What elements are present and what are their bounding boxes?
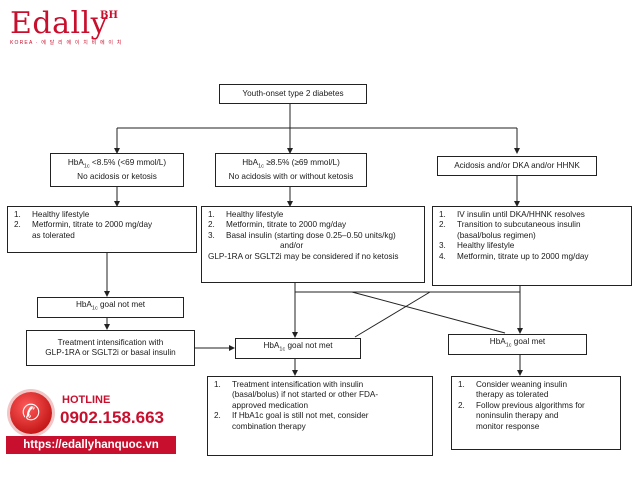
hotline-number[interactable]: 0902.158.663 <box>60 408 164 427</box>
intens-line1: Treatment intensification with <box>57 337 164 347</box>
mid-step-3: 3.Basal insulin (starting dose 0.25–0.50… <box>208 230 396 240</box>
acidosis-label: Acidosis and/or DKA and/or HHNK <box>454 160 580 170</box>
hotline-badge[interactable]: ✆ HOTLINE 0902.158.663 <box>10 392 190 448</box>
intens-line2: GLP-1RA or SGLT2i or basal insulin <box>45 348 176 357</box>
brand-sup: BH <box>100 10 118 21</box>
bottom-mid-step-2: 2.If HbA1c goal is still not met, consid… <box>214 411 369 431</box>
right-steps: 1.IV insulin until DKA/HHNK resolves 2.T… <box>433 207 631 265</box>
mid-steps: 1.Healthy lifestyle 2.Metformin, titrate… <box>202 207 424 244</box>
mid-step-1: 1.Healthy lifestyle <box>208 210 284 219</box>
bottom-mid-steps: 1.Treatment intensification with insulin… <box>208 377 432 435</box>
a1c-high-node: HbA1c ≥8.5% (≥69 mmol/L) No acidosis wit… <box>215 153 367 187</box>
mid-treatment-box: 1.Healthy lifestyle 2.Metformin, titrate… <box>201 206 425 283</box>
acidosis-node: Acidosis and/or DKA and/or HHNK <box>437 156 597 176</box>
root-node: Youth-onset type 2 diabetes <box>219 84 367 104</box>
intensification-box: Treatment intensification with GLP-1RA o… <box>26 330 195 366</box>
mid-step-2: 2.Metformin, titrate to 2000 mg/day <box>208 220 347 230</box>
goal-met: HbA1c goal met <box>448 334 587 355</box>
hotline-label: HOTLINE <box>62 394 111 406</box>
a1c-high-line2: No acidosis with or without ketosis <box>228 171 354 181</box>
brand-name: Edally <box>10 6 109 41</box>
mid-andor: and/or <box>280 241 304 251</box>
a1c-low-node: HbA1c <8.5% (<69 mmol/L) No acidosis or … <box>50 153 184 187</box>
bottom-mid-step-1: 1.Treatment intensification with insulin… <box>214 380 379 410</box>
bottom-mid-box: 1.Treatment intensification with insulin… <box>207 376 433 456</box>
mid-goal-not-met: HbA1c goal not met <box>235 338 361 359</box>
website-link[interactable]: https://edallyhanquoc.vn <box>6 436 176 454</box>
brand-logo: Edally BH KOREA · 에 달 리 에 이 치 비 에 이 치 <box>10 6 123 46</box>
root-label: Youth-onset type 2 diabetes <box>242 88 344 98</box>
phone-icon: ✆ <box>10 392 52 434</box>
a1c-low-line1: HbA1c <8.5% (<69 mmol/L) <box>67 157 167 170</box>
a1c-low-line2: No acidosis or ketosis <box>77 171 157 181</box>
a1c-high-line1: HbA1c ≥8.5% (≥69 mmol/L) <box>242 157 340 170</box>
brand-tagline: KOREA · 에 달 리 에 이 치 비 에 이 치 <box>10 40 123 46</box>
left-step-1: 1.Healthy lifestyle <box>14 210 90 219</box>
right-step-1: 1.IV insulin until DKA/HHNK resolves <box>439 210 585 219</box>
mid-last-line: GLP-1RA or SGLT2i may be considered if n… <box>208 251 399 261</box>
left-treatment-box: 1.Healthy lifestyle 2.Metformin, titrate… <box>7 206 197 253</box>
right-step-2: 2.Transition to subcutaneous insulin(bas… <box>439 220 581 240</box>
right-step-4: 4.Metformin, titrate up to 2000 mg/day <box>439 251 589 261</box>
right-treatment-box: 1.IV insulin until DKA/HHNK resolves 2.T… <box>432 206 632 286</box>
right-step-3: 3.Healthy lifestyle <box>439 241 515 251</box>
left-steps: 1.Healthy lifestyle 2.Metformin, titrate… <box>8 207 196 244</box>
left-goal-not-met: HbA1c goal not met <box>37 297 184 318</box>
